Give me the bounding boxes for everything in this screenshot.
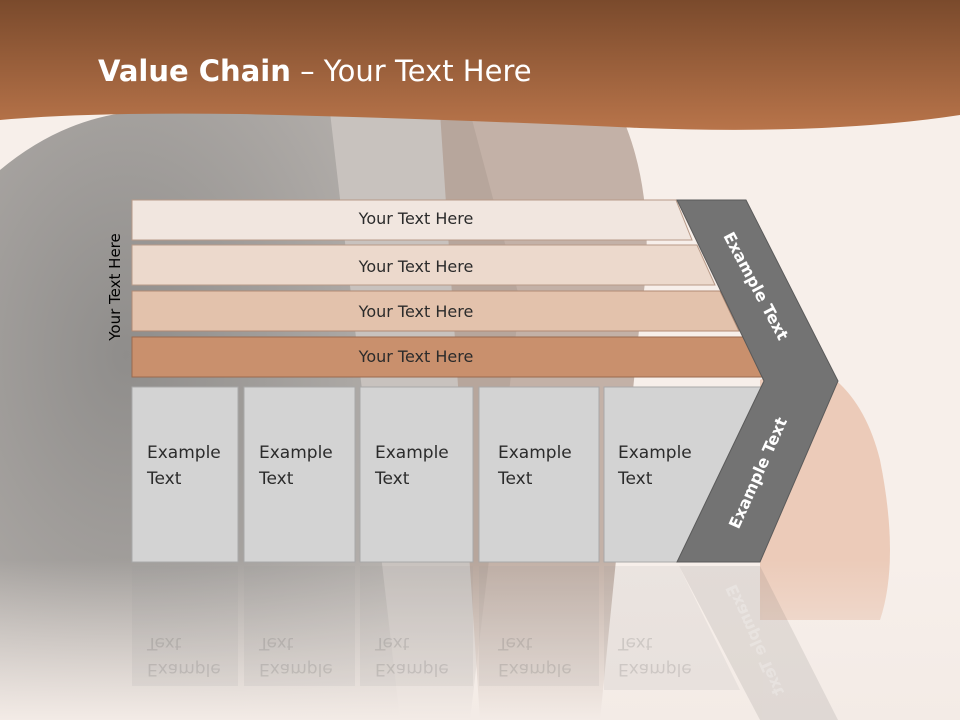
box-3[interactable] (359, 386, 474, 563)
box-5-reflection-line1: Example (618, 659, 692, 679)
box-3-label: Example Text (375, 440, 449, 492)
box-5-line1: Example (618, 443, 692, 463)
box-3-line1: Example (375, 443, 449, 463)
box-1-reflection: Example Text (147, 630, 221, 682)
reflection (132, 566, 838, 720)
header-band (0, 0, 960, 130)
box-1-label: Example Text (147, 440, 221, 492)
box-1-line1: Example (147, 443, 221, 463)
box-2-reflection: Example Text (259, 630, 333, 682)
box-1-reflection-line1: Example (147, 659, 221, 679)
box-4[interactable] (478, 386, 600, 563)
title-bold: Value Chain (98, 54, 291, 88)
bar-2-label: Your Text Here (358, 257, 474, 276)
box-5-reflection: Example Text (618, 630, 692, 682)
box-1-line2: Text (147, 469, 182, 489)
box-2-line1: Example (259, 443, 333, 463)
bar-3-label: Your Text Here (358, 302, 474, 321)
bar-2[interactable] (131, 244, 716, 286)
bar-1[interactable] (131, 199, 693, 241)
box-4-reflection: Example Text (498, 630, 572, 682)
box-4-label: Example Text (498, 440, 572, 492)
box-3-reflection-line2: Text (375, 633, 410, 653)
box-3-line2: Text (375, 469, 410, 489)
box-1-reflection-line2: Text (147, 633, 182, 653)
box-2-line2: Text (259, 469, 294, 489)
box-3-reflection: Example Text (375, 630, 449, 682)
box-2[interactable] (243, 386, 356, 563)
box-3-reflection-line1: Example (375, 659, 449, 679)
box-2-reflection-line1: Example (259, 659, 333, 679)
bar-1-label: Your Text Here (358, 209, 474, 228)
box-2-label: Example Text (259, 440, 333, 492)
box-5-line2: Text (618, 469, 653, 489)
box-5-reflection-line2: Text (618, 633, 653, 653)
box-2-reflection-line2: Text (259, 633, 294, 653)
bar-4-label: Your Text Here (358, 347, 474, 366)
box-4-reflection-line2: Text (498, 633, 533, 653)
title-rest: – Your Text Here (290, 54, 532, 88)
box-4-line1: Example (498, 443, 572, 463)
box-4-line2: Text (498, 469, 533, 489)
box-1[interactable] (131, 386, 239, 563)
bar-3[interactable] (131, 290, 740, 332)
box-4-reflection-line1: Example (498, 659, 572, 679)
chevron-arrow[interactable] (676, 199, 839, 563)
slide-title: Value Chain – Your Text Here (98, 54, 532, 88)
box-5-label: Example Text (618, 440, 692, 492)
